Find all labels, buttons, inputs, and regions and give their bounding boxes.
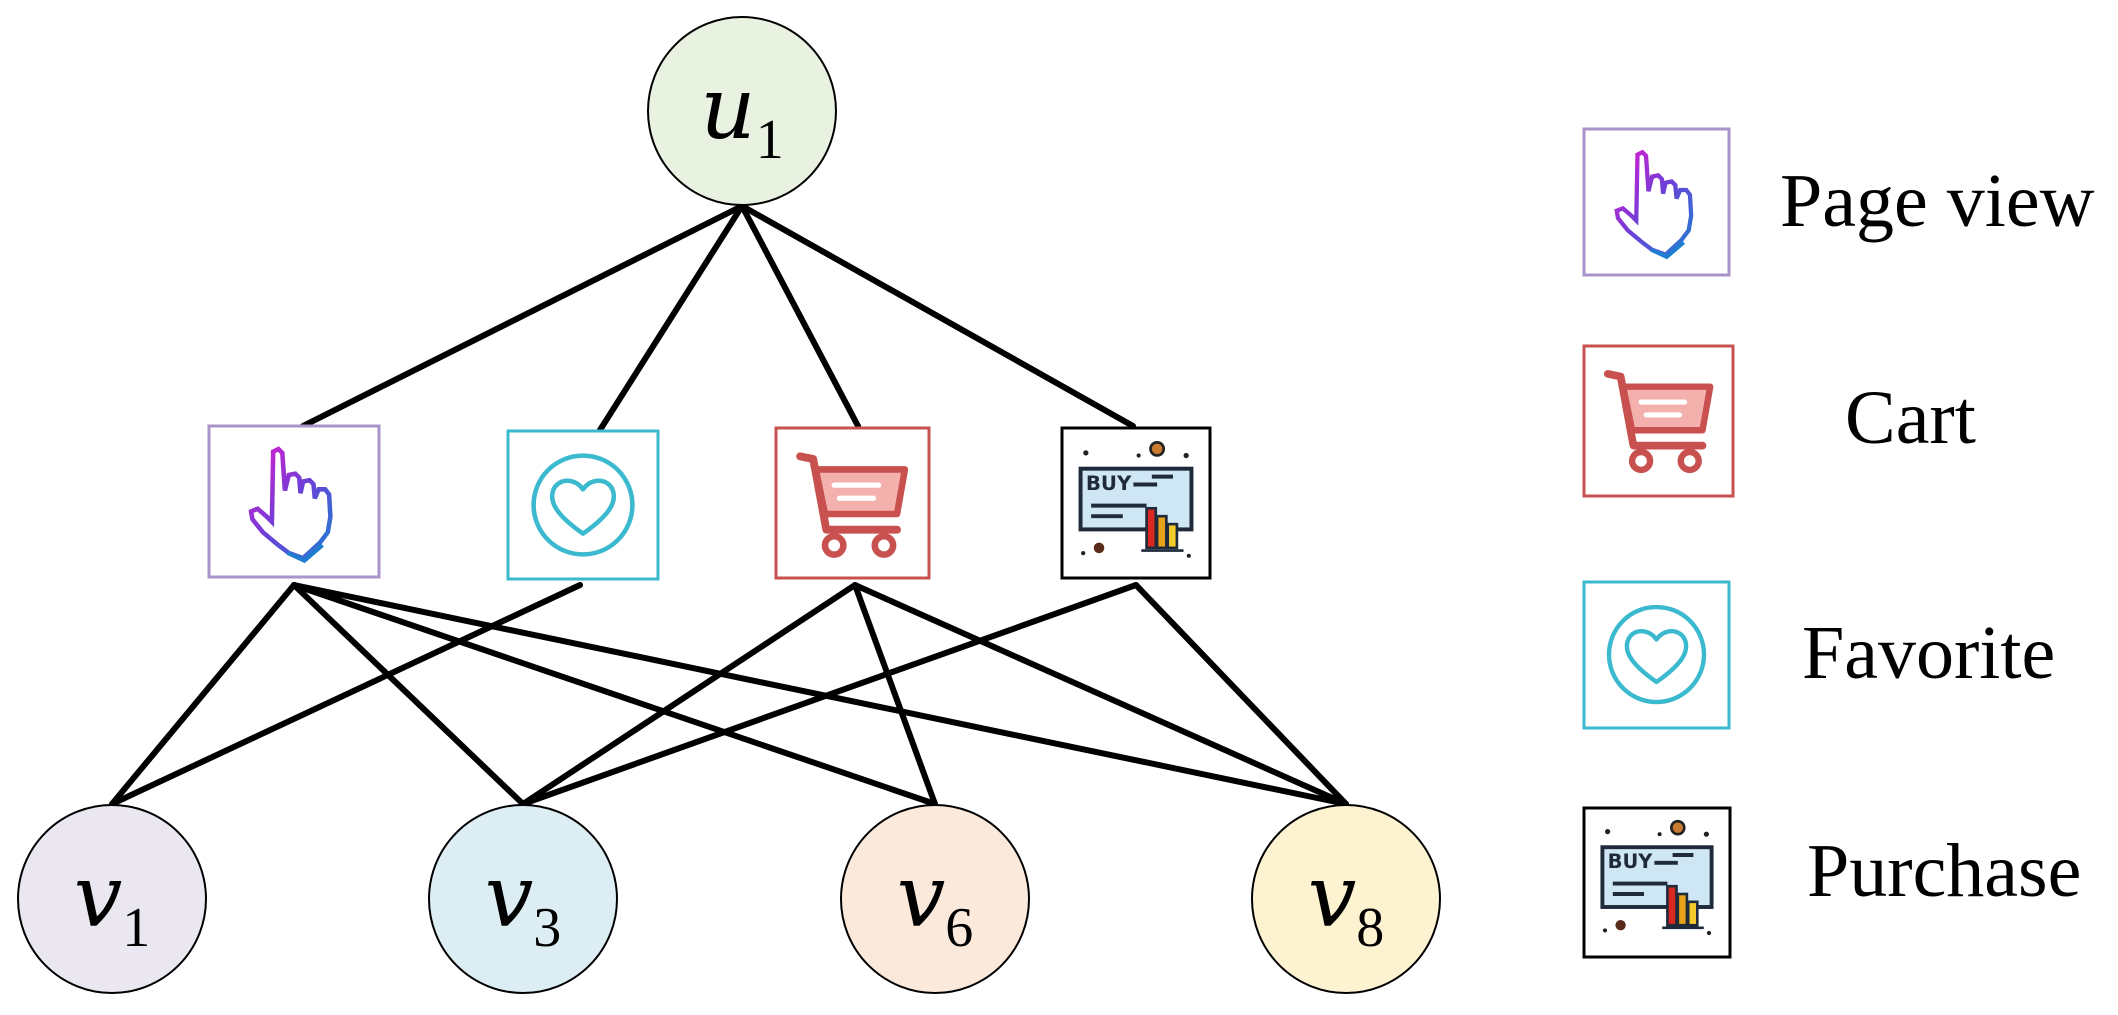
legend-item-purchase: Purchase — [1582, 806, 2081, 959]
edge-pageview-v8 — [291, 582, 1349, 807]
item-node-letter: v — [485, 847, 534, 947]
edge-u1-pageview — [300, 203, 745, 429]
edge-u1-purchase — [739, 203, 1136, 429]
legend-item-cart: Cart — [1582, 344, 1976, 498]
legend-label-purchase: Purchase — [1807, 829, 2081, 913]
item-node-v6: v6 — [840, 804, 1030, 994]
item-node-label: v3 — [485, 847, 562, 959]
legend-label-favorite: Favorite — [1802, 611, 2055, 695]
behavior-icon-favorite — [506, 429, 660, 581]
item-node-label: v8 — [1308, 847, 1385, 959]
item-node-v8: v8 — [1251, 804, 1441, 994]
item-node-letter: v — [74, 847, 123, 947]
item-node-letter: v — [897, 847, 946, 947]
legend-item-pageview: Page view — [1582, 127, 2095, 277]
edge-cart-v8 — [852, 582, 1349, 807]
item-node-subscript: 6 — [945, 897, 973, 959]
edge-cart-v3 — [520, 582, 858, 807]
behavior-icon-pageview — [207, 424, 381, 579]
behavior-icon-cart — [774, 426, 931, 580]
item-node-circle — [1251, 804, 1441, 994]
legend-label-pageview: Page view — [1780, 159, 2095, 243]
edge-cart-v6 — [852, 582, 938, 807]
behavior-box-favorite — [506, 429, 660, 581]
legend-item-favorite: Favorite — [1582, 580, 2055, 730]
behavior-box-pageview — [207, 424, 381, 579]
legend: Page view Cart Favorite Purchase — [1582, 127, 2095, 959]
edge-pageview-v6 — [291, 582, 938, 807]
item-node-v1: v1 — [17, 804, 207, 994]
legend-label-cart: Cart — [1845, 376, 1976, 460]
item-node-label: v6 — [897, 847, 974, 959]
item-node-subscript: 1 — [122, 897, 150, 959]
edge-purchase-v3 — [520, 582, 1139, 807]
user-node-letter: u — [700, 59, 755, 159]
edge-favorite-v1 — [109, 582, 583, 807]
item-node-letter: v — [1308, 847, 1357, 947]
item-node-subscript: 3 — [533, 897, 561, 959]
item-node-subscript: 8 — [1356, 897, 1384, 959]
edge-u1-favorite — [597, 203, 745, 433]
user-node-subscript: 1 — [756, 109, 784, 171]
user-node-u1: u1 — [647, 16, 837, 206]
item-node-circle — [840, 804, 1030, 994]
edges — [109, 203, 1349, 807]
user-node-label: u1 — [700, 59, 783, 171]
legend-box-favorite — [1582, 580, 1731, 730]
item-node-circle — [428, 804, 618, 994]
edge-pageview-v3 — [291, 582, 526, 807]
item-node-circle — [17, 804, 207, 994]
behavior-icon-purchase — [1060, 426, 1212, 580]
item-node-label: v1 — [74, 847, 151, 959]
edge-pageview-v1 — [109, 582, 297, 807]
edge-u1-cart — [739, 203, 861, 429]
item-node-v3: v3 — [428, 804, 618, 994]
edge-purchase-v8 — [1133, 582, 1349, 807]
user-node-circle — [647, 16, 837, 206]
